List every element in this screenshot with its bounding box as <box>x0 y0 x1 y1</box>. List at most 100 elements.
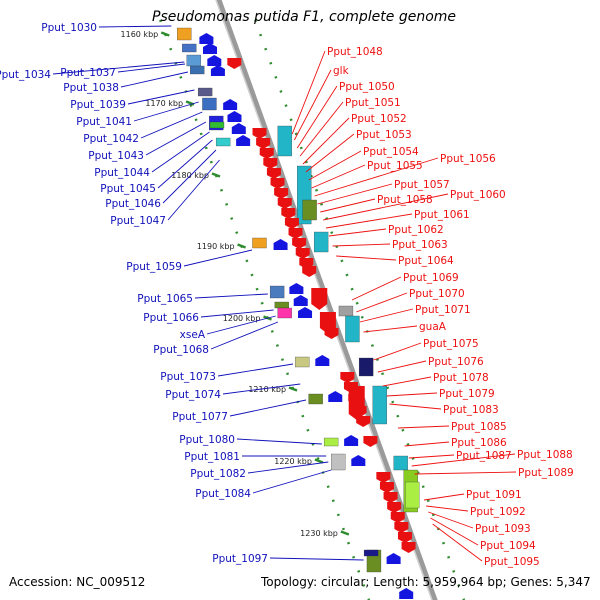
scale-tick-label: 1220 kbp <box>274 457 312 466</box>
forward-gene-label[interactable]: Pput_1037 <box>60 67 116 79</box>
reverse-gene-label[interactable]: Pput_1050 <box>339 81 395 93</box>
scale-tick-mark <box>211 172 221 178</box>
forward-gene-label[interactable]: Pput_1082 <box>190 468 246 480</box>
forward-gene-block <box>252 237 267 249</box>
forward-gene-label[interactable]: Pput_1080 <box>179 434 235 446</box>
forward-gene-arrow <box>236 135 251 146</box>
reverse-gene-label[interactable]: Pput_1061 <box>414 209 470 221</box>
reverse-gene-label[interactable]: Pput_1091 <box>466 489 522 501</box>
label-leader-lines <box>52 25 517 562</box>
scale-tick-label: 1200 kbp <box>223 314 261 323</box>
reverse-gene-label[interactable]: Pput_1086 <box>451 437 507 449</box>
scale-tick-mark <box>160 31 170 37</box>
forward-gene-label[interactable]: Pput_1045 <box>100 183 156 195</box>
reverse-gene-label[interactable]: Pput_1095 <box>484 556 540 568</box>
forward-label-leader <box>194 293 268 299</box>
reverse-gene-label[interactable]: Pput_1071 <box>415 304 471 316</box>
reverse-gene-arrow <box>356 416 371 427</box>
reverse-gene-label[interactable]: Pput_1052 <box>351 113 407 125</box>
scale-tick-mark <box>288 386 298 392</box>
reverse-gene-label[interactable]: Pput_1058 <box>377 194 433 206</box>
reverse-gene-label[interactable]: Pput_1064 <box>398 255 454 267</box>
forward-gene-label[interactable]: Pput_1030 <box>41 22 97 34</box>
forward-gene-label[interactable]: Pput_1097 <box>212 553 268 565</box>
forward-label-leader <box>200 309 274 318</box>
forward-gene-label[interactable]: Pput_1073 <box>160 371 216 383</box>
forward-gene-label[interactable]: Pput_1034 <box>0 69 51 81</box>
reverse-gene-label[interactable]: Pput_1055 <box>367 160 423 172</box>
forward-label-leader <box>151 131 210 173</box>
reverse-gene-label[interactable]: Pput_1089 <box>518 467 574 479</box>
forward-gene-arrow <box>293 295 308 306</box>
reverse-gene-label[interactable]: Pput_1069 <box>403 272 459 284</box>
forward-gene-label[interactable]: Pput_1066 <box>143 312 199 324</box>
forward-gene-label[interactable]: Pput_1077 <box>172 411 228 423</box>
reverse-gene-arrow <box>288 228 303 239</box>
reverse-gene-label[interactable]: Pput_1060 <box>450 189 506 201</box>
reverse-gene-label[interactable]: Pput_1075 <box>423 338 479 350</box>
forward-gene-arrow <box>223 99 238 110</box>
forward-label-leader <box>210 321 279 350</box>
forward-gene-label[interactable]: xseA <box>180 329 206 341</box>
forward-label-leader <box>206 315 276 335</box>
reverse-gene-label[interactable]: Pput_1063 <box>392 239 448 251</box>
forward-gene-arrow <box>344 435 359 446</box>
reverse-gene-label[interactable]: Pput_1087 <box>456 450 512 462</box>
forward-gene-label[interactable]: Pput_1081 <box>184 451 240 463</box>
reverse-gene-label[interactable]: Pput_1083 <box>443 404 499 416</box>
reverse-gene-label[interactable]: Pput_1053 <box>356 129 412 141</box>
forward-gene-label[interactable]: Pput_1084 <box>195 488 251 500</box>
forward-label-leader <box>183 249 253 267</box>
forward-gene-label[interactable]: Pput_1038 <box>63 82 119 94</box>
reverse-label-leader <box>308 150 362 181</box>
reverse-gene-label[interactable]: Pput_1048 <box>327 46 383 58</box>
forward-gene-label[interactable]: Pput_1042 <box>83 133 139 145</box>
reverse-gene-label[interactable]: glk <box>333 65 350 77</box>
forward-gene-label[interactable]: Pput_1068 <box>153 344 209 356</box>
reverse-gene-block <box>393 455 408 471</box>
reverse-label-leader <box>398 425 450 429</box>
reverse-gene-arrow <box>376 472 391 483</box>
reverse-label-leader <box>311 164 366 189</box>
reverse-label-leader <box>317 183 393 205</box>
reverse-gene-label[interactable]: Pput_1076 <box>428 356 484 368</box>
reverse-gene-label[interactable]: Pput_1088 <box>517 449 573 461</box>
forward-gene-label[interactable]: Pput_1043 <box>88 150 144 162</box>
forward-gene-label[interactable]: Pput_1044 <box>94 167 150 179</box>
reverse-gene-label[interactable]: Pput_1051 <box>345 97 401 109</box>
reverse-gene-label[interactable]: Pput_1056 <box>440 153 496 165</box>
reverse-label-leader <box>302 117 350 165</box>
scale-tick-label: 1210 kbp <box>248 385 286 394</box>
reverse-label-leader <box>326 213 413 229</box>
reverse-gene-block <box>302 199 317 221</box>
reverse-gene-label[interactable]: Pput_1057 <box>394 179 450 191</box>
reverse-gene-label[interactable]: Pput_1093 <box>475 523 531 535</box>
forward-gene-arrow <box>199 33 214 44</box>
forward-gene-label[interactable]: Pput_1065 <box>137 293 193 305</box>
forward-gene-label[interactable]: Pput_1046 <box>105 198 161 210</box>
reverse-gene-label[interactable]: guaA <box>419 321 447 333</box>
reverse-gene-label[interactable]: Pput_1079 <box>439 388 495 400</box>
forward-gene-label[interactable]: Pput_1039 <box>70 99 126 111</box>
reverse-gene-arrow <box>379 482 394 493</box>
reverse-gene-arrow <box>266 168 281 179</box>
reverse-gene-label[interactable]: Pput_1094 <box>480 540 536 552</box>
forward-label-leader <box>217 363 294 377</box>
reverse-gene-label[interactable]: Pput_1092 <box>470 506 526 518</box>
forward-gene-label[interactable]: Pput_1074 <box>165 389 221 401</box>
forward-gene-label[interactable]: Pput_1059 <box>126 261 182 273</box>
forward-gene-label[interactable]: Pput_1041 <box>76 116 132 128</box>
reverse-gene-label[interactable]: Pput_1070 <box>409 288 465 300</box>
forward-gene-block <box>295 356 310 368</box>
forward-gene-block <box>197 87 213 97</box>
reverse-gene-label[interactable]: Pput_1062 <box>388 224 444 236</box>
reverse-gene-label[interactable]: Pput_1085 <box>451 421 507 433</box>
reverse-gene-label[interactable]: Pput_1054 <box>363 146 419 158</box>
forward-gene-arrow <box>315 355 330 366</box>
forward-gene-block <box>215 137 231 147</box>
reverse-label-leader <box>363 325 418 333</box>
reverse-gene-label[interactable]: Pput_1078 <box>433 372 489 384</box>
forward-gene-label[interactable]: Pput_1047 <box>110 215 166 227</box>
